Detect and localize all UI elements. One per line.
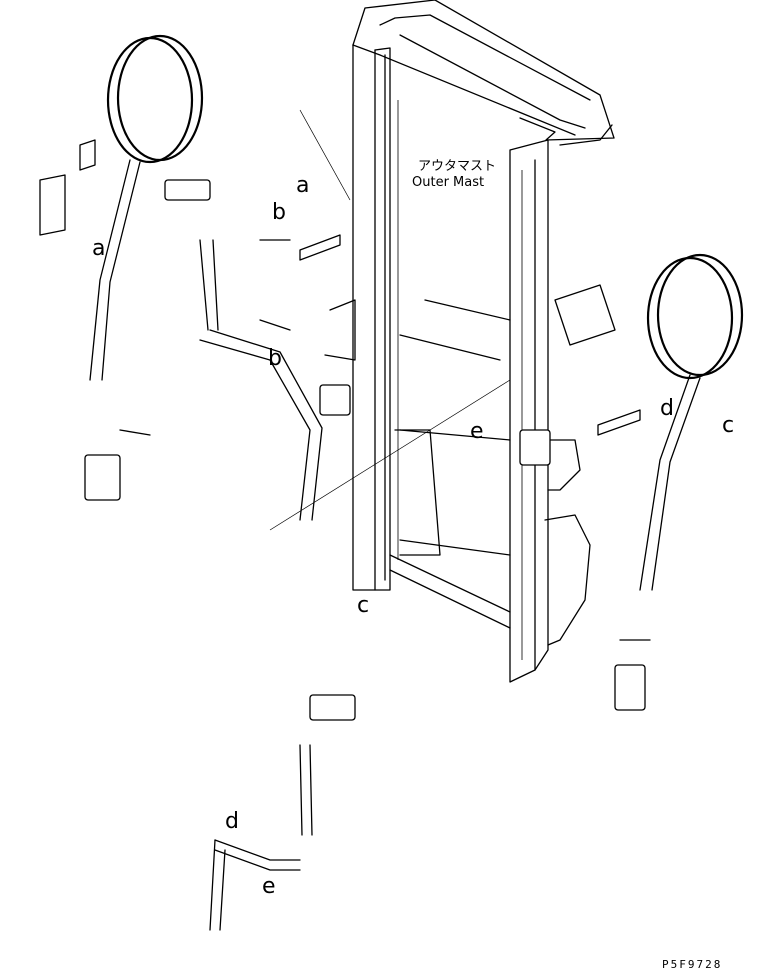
view-label-e-bottom: e <box>262 874 276 899</box>
view-label-e-mast: e <box>470 419 484 444</box>
view-label-b-hose: b <box>268 346 282 371</box>
view-label-d-right: d <box>660 396 674 421</box>
view-label-b-mast: b <box>272 200 286 225</box>
drawing-code: P5F9728 <box>662 958 722 971</box>
view-label-d-bottom: d <box>225 809 239 834</box>
view-label-c-right: c <box>722 413 734 438</box>
view-label-a-mast: a <box>296 173 309 198</box>
view-label-a-left: a <box>92 236 105 261</box>
view-label-c-bottom: c <box>357 593 369 618</box>
part-name-jp: アウタマスト <box>418 159 496 174</box>
part-name-en: Outer Mast <box>412 175 484 190</box>
